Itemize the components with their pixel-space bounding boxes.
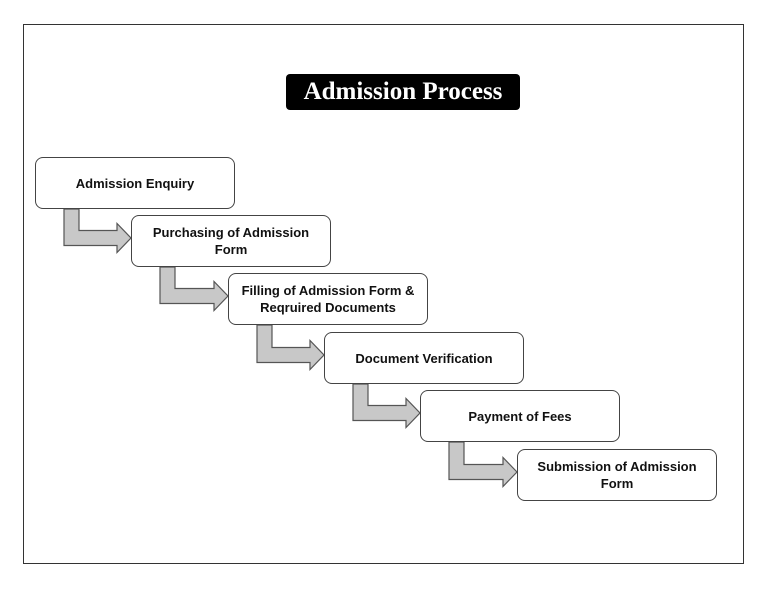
connector-arrow bbox=[352, 383, 421, 429]
step-purchasing-admission-form: Purchasing of Admission Form bbox=[131, 215, 331, 267]
step-admission-enquiry: Admission Enquiry bbox=[35, 157, 235, 209]
step-document-verification: Document Verification bbox=[324, 332, 524, 384]
connector-arrow bbox=[256, 324, 325, 371]
connector-arrow bbox=[63, 208, 132, 254]
step-filling-admission-form: Filling of Admission Form & Reqruired Do… bbox=[228, 273, 428, 325]
connector-arrow bbox=[159, 266, 229, 312]
step-submission-admission-form: Submission of Admission Form bbox=[517, 449, 717, 501]
connector-arrow bbox=[448, 441, 518, 488]
step-payment-of-fees: Payment of Fees bbox=[420, 390, 620, 442]
diagram-title: Admission Process bbox=[286, 74, 520, 110]
